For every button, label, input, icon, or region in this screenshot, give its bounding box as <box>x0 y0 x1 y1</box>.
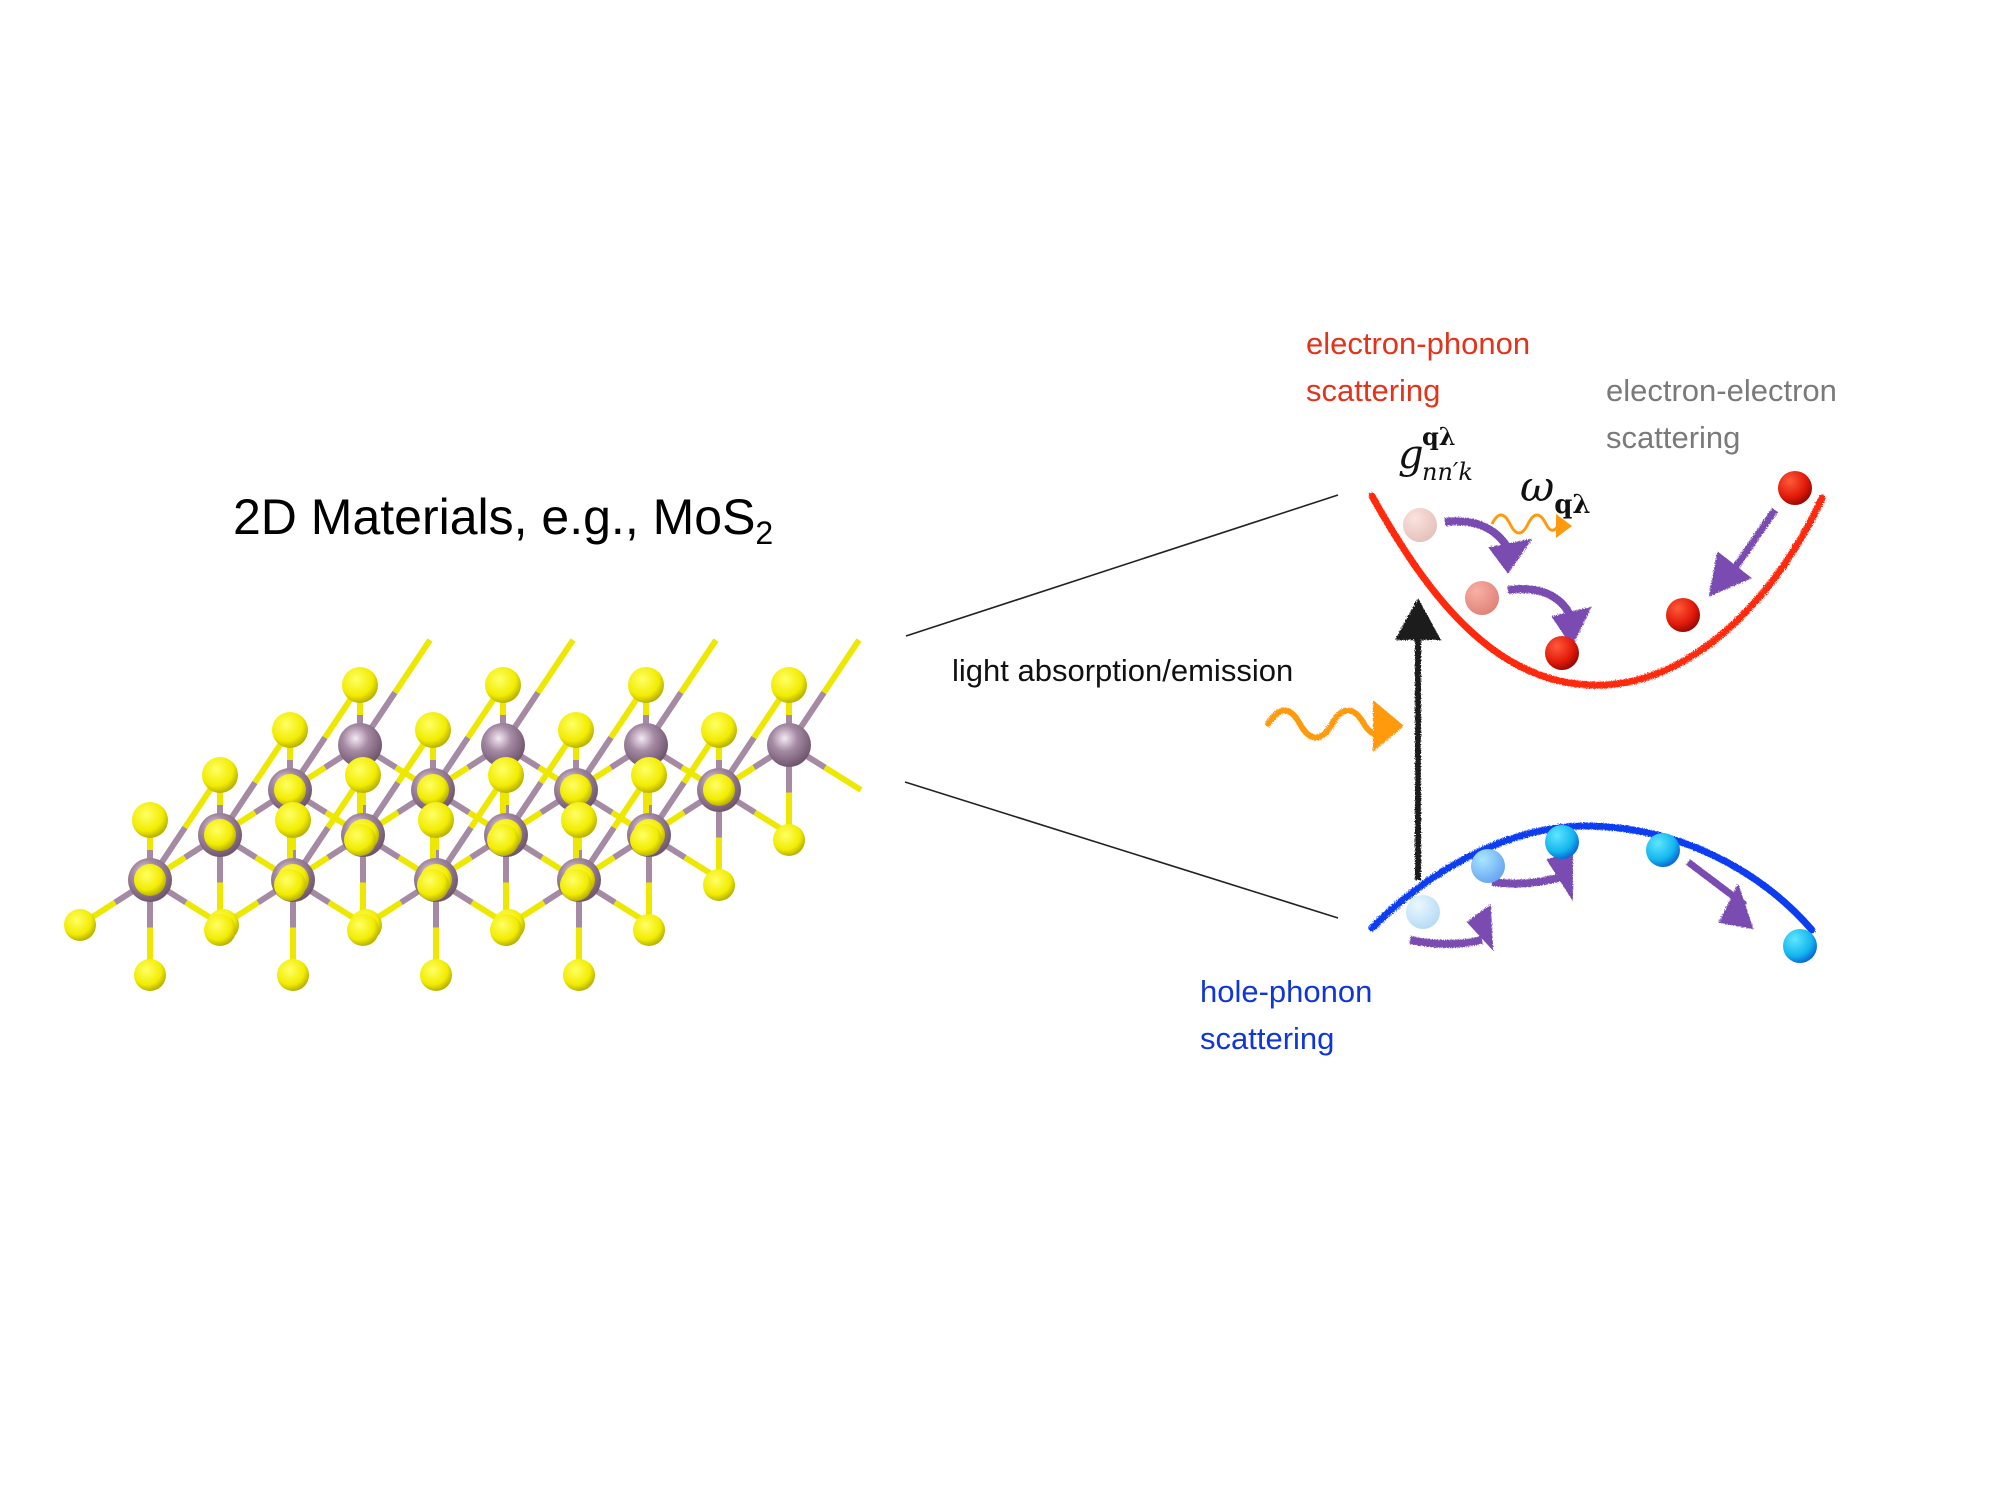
valence-band-curve <box>1368 822 1816 934</box>
hole <box>1646 833 1680 867</box>
electron <box>1778 471 1812 505</box>
coupling-subscript: nn′k <box>1422 458 1473 486</box>
coupling-base: g <box>1398 432 1424 478</box>
sulfur-atom <box>344 824 376 856</box>
scatter-arrow-electron-1-head <box>1488 538 1533 574</box>
sulfur-atom <box>418 802 454 838</box>
sulfur-atom <box>631 757 667 793</box>
scatter-arrow-hole-2-head <box>1546 850 1573 902</box>
omega-base: ω <box>1520 462 1555 511</box>
electron-faded <box>1465 581 1499 615</box>
electron <box>1545 636 1579 670</box>
coupling-constant-symbol: g qλ nn′k <box>1398 422 1473 486</box>
electron <box>1666 598 1700 632</box>
electron-electron-label-line1: electron-electron <box>1606 373 1837 408</box>
hole-phonon-label-line2: scattering <box>1200 1021 1335 1056</box>
sulfur-atom <box>64 909 96 941</box>
sulfur-atom <box>563 959 595 991</box>
sulfur-atom <box>417 869 449 901</box>
electron-phonon-label-line2: scattering <box>1306 373 1441 408</box>
electron-ghost <box>1403 508 1437 542</box>
light-absorption-label: light absorption/emission <box>952 653 1294 688</box>
sulfur-atom <box>415 712 451 748</box>
diagram-title: 2D Materials, e.g., MoS2 <box>233 492 773 549</box>
sulfur-atom <box>274 774 306 806</box>
sulfur-atom <box>272 712 308 748</box>
hole-phonon-label-line1: hole-phonon <box>1200 974 1373 1009</box>
sulfur-atom <box>274 869 306 901</box>
sulfur-atom <box>420 959 452 991</box>
sulfur-atom <box>417 774 449 806</box>
zoom-guide-line-top <box>905 494 1339 637</box>
mo-s-bond <box>678 638 719 695</box>
sulfur-atom <box>134 864 166 896</box>
sulfur-atom <box>488 757 524 793</box>
mo-s-bond <box>823 764 863 793</box>
sulfur-atom <box>277 959 309 991</box>
sulfur-atom <box>347 914 379 946</box>
phonon-emission-icon <box>1490 513 1572 538</box>
title-text: 2D Materials, e.g., MoS <box>233 489 756 545</box>
sulfur-atom <box>342 667 378 703</box>
scatter-arrow-hole-3-head <box>1718 883 1754 930</box>
hole <box>1783 929 1817 963</box>
sulfur-atom <box>560 774 592 806</box>
scatter-arrow-hole-2 <box>1491 872 1567 888</box>
scatter-arrow-hole-1-head <box>1466 904 1494 951</box>
sulfur-atom <box>558 712 594 748</box>
sulfur-atom <box>134 959 166 991</box>
sulfur-atom <box>771 667 807 703</box>
mos2-lattice-icon <box>64 638 863 991</box>
scatter-arrow-hole-1 <box>1409 936 1483 948</box>
sulfur-atom <box>633 914 665 946</box>
hole <box>1545 825 1579 859</box>
sulfur-atom <box>204 819 236 851</box>
omega-subscript: qλ <box>1554 490 1591 520</box>
molybdenum-atom <box>767 723 811 767</box>
title-subscript: 2 <box>755 515 774 551</box>
sulfur-atom <box>490 914 522 946</box>
electron-electron-label-line2: scattering <box>1606 420 1741 455</box>
coupling-superscript: qλ <box>1422 422 1456 451</box>
mo-s-bond <box>535 638 576 695</box>
sulfur-atom <box>560 869 592 901</box>
sulfur-atom <box>345 757 381 793</box>
scatter-arrow-electron-3 <box>1732 508 1778 570</box>
hole-faded <box>1471 849 1505 883</box>
sulfur-atom <box>204 914 236 946</box>
zoom-guide-line-bottom <box>904 781 1339 919</box>
sulfur-atom <box>703 774 735 806</box>
scattering-arrows <box>1409 508 1778 951</box>
sulfur-atom <box>132 802 168 838</box>
sulfur-atom <box>703 869 735 901</box>
conduction-band-curve <box>1368 492 1826 689</box>
sulfur-atom <box>275 802 311 838</box>
hole-ghost <box>1406 895 1440 929</box>
molybdenum-atom <box>481 723 525 767</box>
sulfur-atom <box>630 824 662 856</box>
electron-phonon-label-line1: electron-phonon <box>1306 326 1531 361</box>
wavy-arrow-icon <box>1265 700 1404 752</box>
up-arrow-icon <box>1395 598 1441 880</box>
sulfur-atom <box>202 757 238 793</box>
scatter-arrow-electron-2-head <box>1551 606 1592 647</box>
scatter-arrow-electron-3-head <box>1708 551 1752 597</box>
sulfur-atom <box>628 667 664 703</box>
sulfur-atom <box>485 667 521 703</box>
mo-s-bond <box>392 638 433 695</box>
mo-s-bond <box>821 638 862 695</box>
phonon-frequency-symbol: ωqλ <box>1520 462 1591 520</box>
molybdenum-atom <box>338 723 382 767</box>
sulfur-atom <box>487 824 519 856</box>
sulfur-atom <box>701 712 737 748</box>
sulfur-atom <box>773 824 805 856</box>
molybdenum-atom <box>624 723 668 767</box>
sulfur-atom <box>561 802 597 838</box>
